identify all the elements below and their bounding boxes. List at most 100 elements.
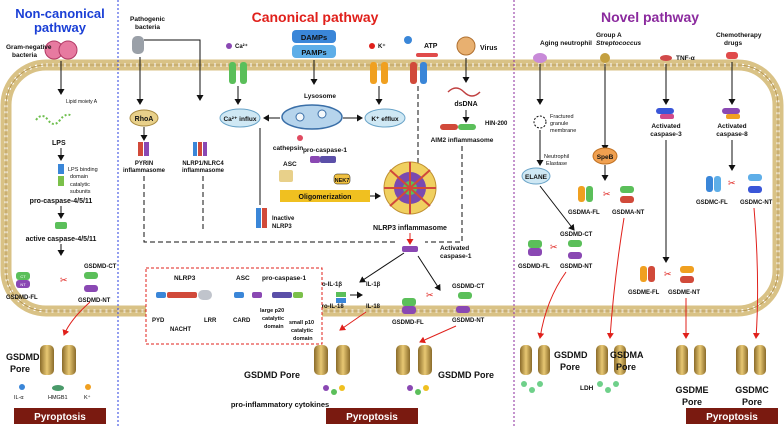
gsdme-fl-label: GSDME-FL xyxy=(628,290,660,296)
atp-label: ATP xyxy=(424,43,438,50)
nlrp3-inflammasome-icon xyxy=(383,161,437,215)
caspase3-icon xyxy=(656,108,674,119)
nek7-label: NEK7 xyxy=(335,178,350,184)
cat-label-1: catalytic xyxy=(70,182,90,188)
oligomerization-bar xyxy=(280,190,370,202)
cell-membrane xyxy=(0,59,784,317)
k-ion-icon xyxy=(85,384,91,390)
pore-e-label-2: Pore xyxy=(682,397,702,407)
k-ion-canonical-icon xyxy=(369,43,375,49)
pyrin-icon xyxy=(138,142,149,156)
pyroptosis-box-left: Pyroptosis xyxy=(14,408,106,424)
gsdmd-nt-center-icon xyxy=(456,306,470,313)
pyrin-label-2: inflammasome xyxy=(123,168,166,174)
legend-small-1: small p10 xyxy=(289,320,314,326)
gsdmc-nt-label: GSDMC-NT xyxy=(740,200,773,206)
gsdmd-nt-left-icon xyxy=(84,285,98,292)
elane-node xyxy=(521,167,551,185)
lysosome-label: Lysosome xyxy=(304,93,336,100)
groupa-label-2: Streptococcus xyxy=(596,40,642,47)
legend-nlrp3-icon xyxy=(156,290,212,300)
pore-center-a-label: GSDMD Pore xyxy=(244,370,300,380)
asc-label: ASC xyxy=(283,161,297,168)
pore-left-label-1: GSDMD xyxy=(6,352,40,362)
legend-asc: ASC xyxy=(236,275,250,282)
chemo-label-1: Chemotherapy xyxy=(716,32,762,39)
nlrp1-icon xyxy=(193,142,207,156)
arrow-il-pore xyxy=(339,311,367,331)
arrow-nt-to-pore-left xyxy=(62,301,91,336)
legend-large-1: large p20 xyxy=(260,308,284,314)
gsdme-fl-icon xyxy=(640,266,655,282)
legend-pyd: PYD xyxy=(152,318,165,324)
virus-icon xyxy=(456,36,476,56)
proil18-label: pro-IL-18 xyxy=(318,304,344,310)
legend-large-2: catalytic xyxy=(262,316,284,322)
gsdmd-nt-left-label: GSDMD-NT xyxy=(78,298,111,304)
arrow-casp1-il xyxy=(359,252,405,283)
hmgb-label: HMGB1 xyxy=(48,395,68,401)
pore-a-label-2: Pore xyxy=(616,362,636,372)
left-title-line1: Non-canonical xyxy=(15,6,105,21)
fractured-label-1: Fractured xyxy=(550,114,574,120)
gsdmd-fl-novel-label: GSDMD-FL xyxy=(518,264,550,270)
proil1b-icon xyxy=(336,292,346,297)
cathepsin-label: cathepsin xyxy=(273,145,303,152)
pore-d-novel-label-1: GSDMD xyxy=(554,350,588,360)
scissors-novel-e-icon: ✂ xyxy=(664,269,672,279)
svg-text:Pyroptosis: Pyroptosis xyxy=(706,412,758,423)
gram-neg-label-1: Gram-negative xyxy=(6,44,52,51)
arrow-gsdmc-pore xyxy=(752,207,760,339)
il-label: IL-α xyxy=(14,395,24,401)
novel-released-particles-icon xyxy=(521,381,619,393)
il-alpha-icon xyxy=(19,384,25,390)
arrow-elane xyxy=(539,185,575,231)
nlrp1-label-2: inflammasome xyxy=(182,168,225,174)
gsdmd-ct-novel-label: GSDMD-CT xyxy=(560,232,593,238)
center-title: Canonical pathway xyxy=(252,9,379,25)
neutro-label-1: Neutrophil xyxy=(544,154,569,160)
act3-label-1: Activated xyxy=(651,123,680,130)
asc-icon xyxy=(279,170,293,182)
speb-label: SpeB xyxy=(597,154,614,161)
ca-channel-icon xyxy=(229,62,247,84)
il18-label: IL-18 xyxy=(366,304,381,310)
legend-lrr: LRR xyxy=(204,318,217,324)
lps-chain-icon xyxy=(35,113,73,125)
hin-label: HIN-200 xyxy=(485,121,508,127)
act3-label-2: caspase-3 xyxy=(650,131,682,138)
atp-molecule-icon xyxy=(404,36,412,44)
legend-nacht: NACHT xyxy=(170,327,191,333)
gsdme-nt-label: GSDME-NT xyxy=(668,290,700,296)
lysosome-icon xyxy=(281,104,343,130)
ldh-label: LDH xyxy=(580,385,594,392)
aging-neutrophil-icon xyxy=(533,53,547,63)
atp-chain-icon xyxy=(416,53,438,57)
fractured-granule-icon xyxy=(533,115,547,129)
gsdmd-fl-center-icon xyxy=(402,298,416,314)
speb-node xyxy=(592,147,618,165)
pamps-box xyxy=(292,45,336,58)
dsdna-label: dsDNA xyxy=(454,101,477,108)
gsdmc-fl-icon xyxy=(706,176,721,192)
ca-influx-node xyxy=(219,108,261,128)
k-label: K⁺ xyxy=(84,394,91,401)
procasp1-label: pro-caspase-1 xyxy=(303,147,347,154)
legend-nlrp3: NLRP3 xyxy=(174,275,196,282)
tnf-label: TNF-α xyxy=(676,55,695,62)
gsdmc-fl-label: GSDMC-FL xyxy=(696,200,728,206)
svg-text:NT: NT xyxy=(20,282,26,287)
chemo-pill-icon xyxy=(726,52,738,59)
gsdmd-ct-center-icon xyxy=(458,292,472,299)
pathogenic-label-2: bacteria xyxy=(135,24,160,31)
gsdmd-fl-novel-icon xyxy=(528,240,542,256)
groupa-label-1: Group A xyxy=(596,32,622,39)
cytokine-particles-icon xyxy=(323,385,429,395)
gram-neg-label-2: bacteria xyxy=(12,52,37,59)
k-efflux-node xyxy=(364,108,406,128)
lipid-label: Lipid moiety A xyxy=(66,99,98,105)
gsdmd-ct-novel-icon xyxy=(568,240,582,247)
pyrin-label-1: PYRIN xyxy=(135,161,153,167)
pyroptosis-box-right: Pyroptosis xyxy=(686,408,778,424)
